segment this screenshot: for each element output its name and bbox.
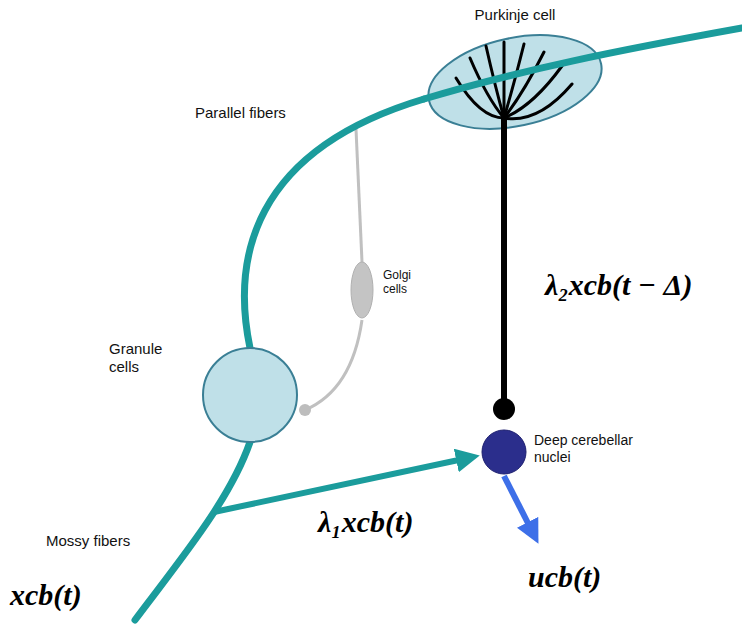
edge-label: Parallel fibers [195, 104, 286, 122]
synapse-terminal [493, 398, 515, 420]
node-label: Deep cerebellar nuclei [534, 432, 658, 466]
axon-stub [501, 118, 507, 130]
dendrite [504, 84, 572, 119]
purkinje-cell: Purkinje cell [420, 6, 610, 130]
signal-label: λ₁xcb(t) [318, 505, 413, 540]
golgi-input-line [356, 129, 362, 262]
mossy-collateral-arrow [214, 458, 468, 512]
fiber-line [244, 99, 424, 348]
synapse-dot [299, 404, 311, 416]
parallel-fiber [244, 99, 424, 348]
node-outline [420, 6, 610, 130]
node-label: Purkinje cell [420, 6, 610, 24]
mossy-fiber [135, 442, 250, 620]
fiber-name: Mossy fibers [46, 532, 130, 550]
granule-cell: Granule cells [105, 338, 305, 448]
axon-line [501, 124, 507, 400]
golgi-axon [305, 320, 362, 410]
cell-body [482, 430, 526, 474]
edge-label: λ₂xcb(t − Δ) [545, 268, 692, 303]
golgi-cell: Golgi cells [349, 260, 439, 322]
node-label: Golgi cells [383, 268, 435, 297]
parallel-fiber [424, 28, 742, 99]
output-arrow [504, 476, 533, 533]
purkinje-axon [493, 124, 515, 420]
cell-body [420, 21, 610, 144]
cell-body [203, 348, 297, 442]
golgi-output [299, 320, 362, 416]
deep-nuclei: Deep cerebellar nuclei [482, 428, 672, 478]
output-signal: ucb(t) [528, 560, 601, 595]
input-signal: xcb(t) [10, 578, 82, 613]
node-label: Granule cells [109, 340, 181, 376]
cell-body [351, 262, 373, 318]
